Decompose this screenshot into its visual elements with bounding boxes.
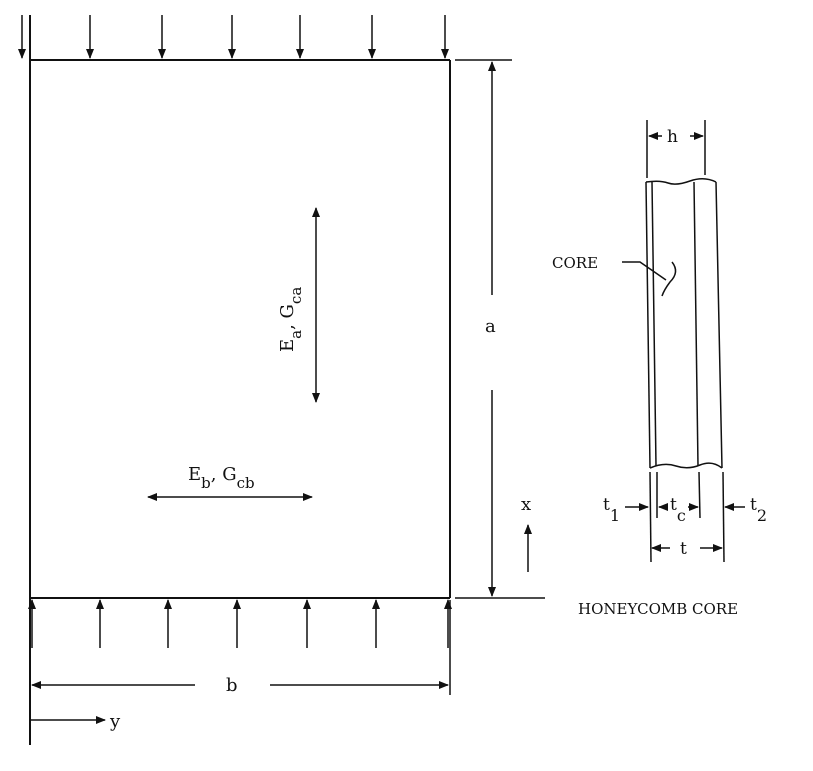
plate xyxy=(29,15,451,745)
dimension-a xyxy=(455,59,545,599)
x-axis-label: x xyxy=(521,494,531,515)
bottom-load-arrows xyxy=(28,599,452,648)
honeycomb-title: HONEYCOMB CORE xyxy=(578,600,738,618)
h-label: h xyxy=(667,127,678,147)
t2-label: t2 xyxy=(750,495,767,525)
honeycomb-section xyxy=(622,120,745,563)
y-axis-label: y xyxy=(109,711,121,732)
property-b-label: Eb, Gcb xyxy=(188,464,255,492)
top-load-arrows xyxy=(18,15,449,59)
tc-label: tc xyxy=(670,495,686,525)
dim-b-label: b xyxy=(226,675,238,696)
dim-a-label: a xyxy=(485,316,496,337)
property-a-label: Ea, Gca xyxy=(277,287,305,352)
t-label: t xyxy=(680,539,687,559)
dimension-b xyxy=(31,600,451,695)
t1-label: t1 xyxy=(603,495,620,525)
core-label: CORE xyxy=(552,254,598,272)
